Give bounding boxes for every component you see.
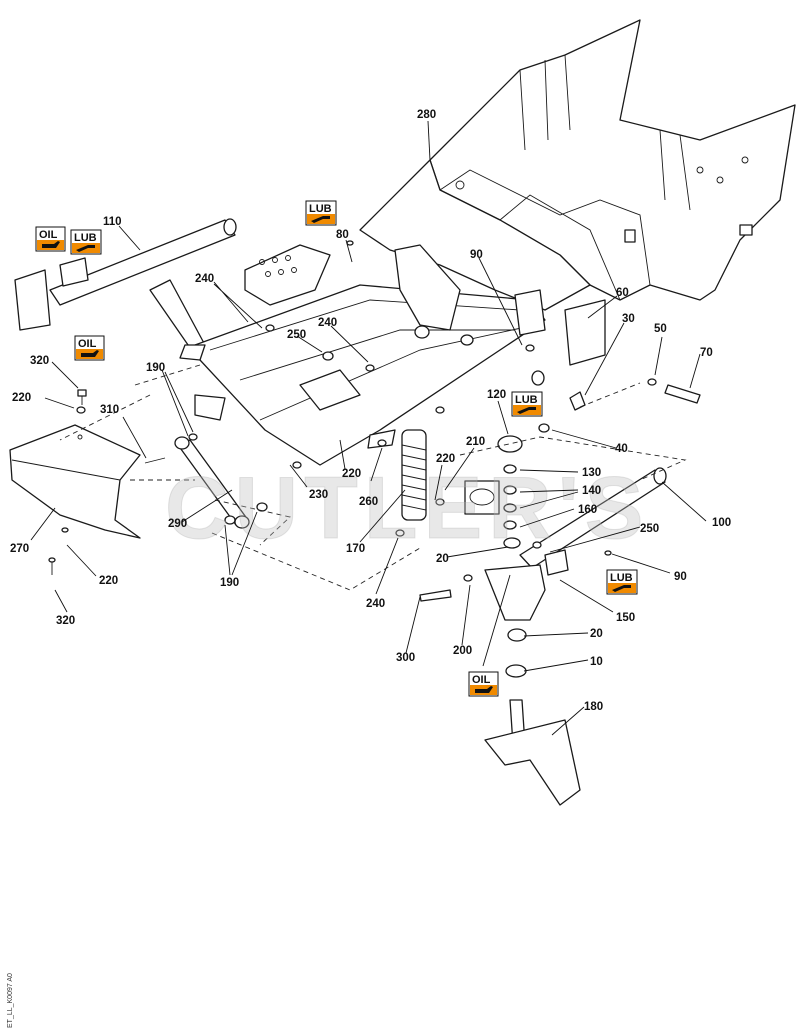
front-cover: [9, 424, 141, 539]
svg-text:LUB: LUB: [515, 394, 538, 406]
callout-70: 70: [700, 347, 713, 359]
oil-badge: OIL: [468, 671, 499, 697]
lub-badge: LUB: [305, 200, 337, 226]
callout-240: 240: [318, 317, 337, 329]
callout-40: 40: [615, 443, 628, 455]
leader-lines: [30, 120, 707, 736]
callout-220: 220: [12, 392, 31, 404]
oil-can-icon: [81, 350, 99, 357]
callout-80: 80: [336, 229, 349, 241]
drawing-code: ET_LL_K0097 A0: [7, 973, 14, 1028]
callout-280: 280: [417, 109, 436, 121]
snap-ring-inset: [464, 480, 500, 515]
callout-190: 190: [146, 362, 165, 374]
lub-badge: LUB: [606, 569, 638, 595]
oil-can-icon: [475, 686, 493, 693]
grease-gun-icon: [76, 245, 95, 252]
callout-220: 220: [342, 468, 361, 480]
callout-100: 100: [712, 517, 731, 529]
callout-320: 320: [30, 355, 49, 367]
callout-140: 140: [582, 485, 601, 497]
callout-110: 110: [103, 216, 122, 228]
callout-170: 170: [346, 543, 365, 555]
spindle-stack: [484, 435, 581, 806]
svg-text:OIL: OIL: [39, 229, 58, 241]
callout-130: 130: [582, 467, 601, 479]
oil-can-icon: [42, 241, 60, 248]
callout-220: 220: [436, 453, 455, 465]
callout-150: 150: [616, 612, 635, 624]
callout-90: 90: [674, 571, 687, 583]
callout-230: 230: [309, 489, 328, 501]
callout-240: 240: [195, 273, 214, 285]
lub-badge: LUB: [70, 229, 102, 255]
callout-210: 210: [466, 436, 485, 448]
grease-gun-icon: [517, 407, 536, 414]
fasteners: [48, 240, 701, 602]
svg-text:OIL: OIL: [472, 674, 491, 686]
callout-250: 250: [640, 523, 659, 535]
service-badges: LUB OIL LUB OIL LUB: [35, 200, 638, 697]
callout-20: 20: [436, 553, 449, 565]
watermark: CUTLER'S: [165, 458, 649, 557]
assembly-boundaries: [59, 364, 687, 591]
front-axle-right: [484, 467, 667, 621]
callout-260: 260: [359, 496, 378, 508]
callout-50: 50: [654, 323, 667, 335]
callout-300: 300: [396, 652, 415, 664]
svg-text:LUB: LUB: [610, 572, 633, 584]
callout-60: 60: [616, 287, 629, 299]
callout-320: 320: [56, 615, 75, 627]
callout-250: 250: [287, 329, 306, 341]
callout-310: 310: [100, 404, 119, 416]
svg-text:LUB: LUB: [74, 232, 97, 244]
grease-gun-icon: [612, 585, 631, 592]
front-frame: [149, 244, 606, 466]
callout-290: 290: [168, 518, 187, 530]
callout-180: 180: [584, 701, 603, 713]
shock-absorber: [401, 429, 427, 521]
oil-badge: OIL: [35, 226, 66, 252]
callout-160: 160: [578, 504, 597, 516]
callout-190: 190: [220, 577, 239, 589]
callout-220: 220: [99, 575, 118, 587]
svg-text:LUB: LUB: [309, 203, 332, 215]
front-axle-left: [14, 218, 237, 331]
callout-200: 200: [453, 645, 472, 657]
callout-10: 10: [590, 656, 603, 668]
svg-text:OIL: OIL: [78, 338, 97, 350]
callout-20: 20: [590, 628, 603, 640]
frame-holes: [259, 255, 297, 277]
callout-270: 270: [10, 543, 29, 555]
grease-gun-icon: [311, 216, 330, 223]
callout-120: 120: [487, 389, 506, 401]
callout-30: 30: [622, 313, 635, 325]
lub-badge: LUB: [511, 391, 543, 417]
rear-frame-assembly: [359, 19, 796, 311]
callout-240: 240: [366, 598, 385, 610]
callout-labels: 280 110 80 90 60 30 50 70 240 250 240 19…: [10, 109, 731, 713]
oil-badge: OIL: [74, 335, 105, 361]
callout-90: 90: [470, 249, 483, 261]
